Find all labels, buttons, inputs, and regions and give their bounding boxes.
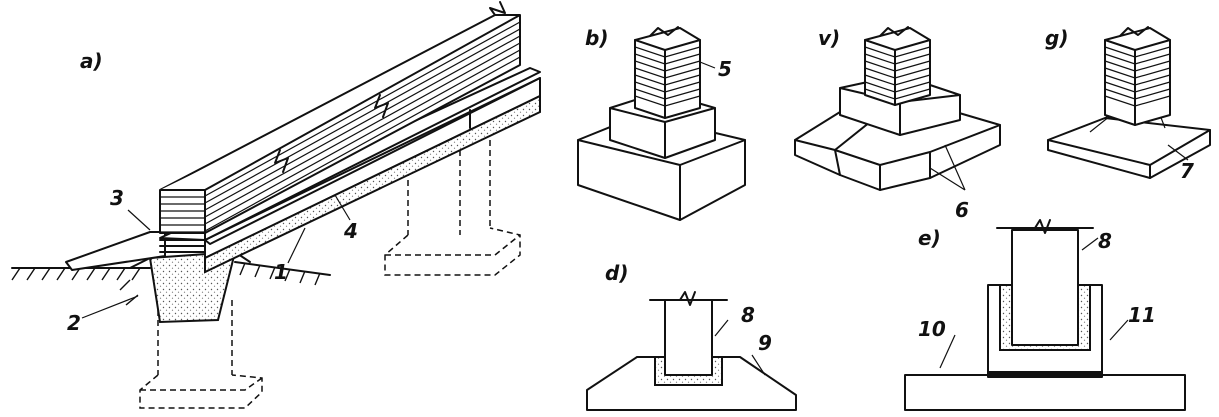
callout-8-e: 8: [1098, 229, 1112, 253]
panel-d-glass-section: d) 8 9: [586, 261, 797, 411]
callout-2: 2: [67, 311, 81, 335]
base-slab: [904, 374, 1186, 411]
brick-wall: [159, 1, 521, 253]
sand-cushion: [65, 231, 166, 271]
callout-6: 6: [955, 198, 969, 222]
panel-d-label: d): [605, 261, 628, 285]
panel-g-label: g): [1045, 26, 1068, 50]
panel-g-pyramid-footing: g) 7: [1045, 26, 1211, 183]
panel-a-strip-foundation: a) 3 2 1 4: [11, 1, 541, 409]
callout-10: 10: [918, 317, 946, 341]
callout-1: 1: [274, 260, 288, 284]
callout-11: 11: [1128, 303, 1156, 327]
panel-b-stepped-footing: b) 5: [577, 26, 746, 221]
callout-5: 5: [718, 57, 732, 81]
panel-b-label: b): [585, 26, 608, 50]
dashed-pier-right: [384, 140, 521, 276]
panel-e-pedestal-section: e) 8 11 10: [904, 219, 1186, 411]
callout-7: 7: [1180, 159, 1194, 183]
callout-4: 4: [343, 219, 358, 243]
panel-a-label: a): [80, 49, 103, 73]
callout-3: 3: [110, 186, 124, 210]
panel-v-label: v): [818, 26, 840, 50]
callout-8-d: 8: [741, 303, 755, 327]
panel-e-label: e): [918, 226, 941, 250]
panel-v-block-footing: v) 6: [794, 26, 1001, 222]
callout-9: 9: [758, 331, 772, 355]
